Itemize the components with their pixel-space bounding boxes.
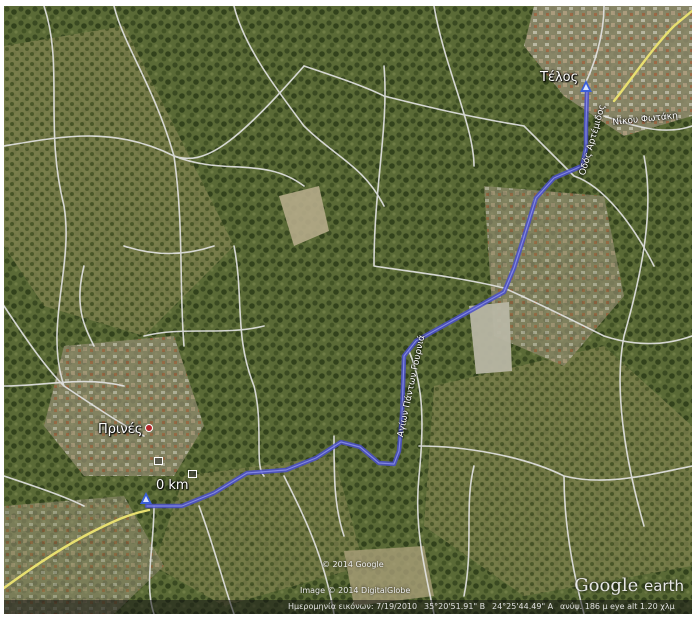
photo-icon-2[interactable]: [188, 470, 198, 480]
field-clearing: [469, 302, 512, 374]
olive-groves-east: [424, 346, 692, 596]
village-prines: [44, 336, 204, 476]
end-marker-icon: [580, 80, 592, 92]
map-canvas[interactable]: [4, 6, 692, 614]
status-longitude: 24°25'44.49" Α: [492, 602, 554, 611]
field-south: [344, 546, 434, 606]
village-east-center: [484, 186, 624, 366]
place-pin-dot: [145, 424, 153, 432]
attribution-google: © 2014 Google: [322, 560, 384, 569]
status-imagery-date: Ημερομηνία εικόνων: 7/19/2010: [288, 602, 418, 611]
place-pin-icon[interactable]: [145, 424, 155, 434]
place-label-end[interactable]: Τέλος: [540, 70, 579, 85]
photo-icon-2-box: [188, 470, 197, 478]
satellite-map[interactable]: Πρινές Τέλος 0 km Αγίων Πάντων Γουρνιά Ο…: [4, 6, 692, 614]
attribution-image: Image © 2014 DigitalGlobe: [300, 586, 411, 595]
highway-route: [4, 9, 692, 590]
village-south-west: [4, 496, 164, 614]
history-year: 2003: [84, 613, 104, 614]
olive-groves-west: [4, 26, 234, 336]
photo-icon-box: [154, 457, 163, 465]
village-north-east: [524, 6, 692, 136]
place-label-start[interactable]: Πρινές: [98, 422, 143, 437]
start-marker-icon: [140, 492, 152, 504]
google-earth-logo: Google earth: [574, 575, 684, 596]
quarry-clearing: [279, 186, 329, 246]
logo-sub: earth: [644, 577, 684, 595]
status-eye-alt: eye alt 1.20 χλμ: [610, 602, 675, 611]
status-latitude: 35°20'51.91" Β: [424, 602, 486, 611]
olive-groves-south: [154, 456, 364, 606]
route-start-distance: 0 km: [156, 478, 189, 493]
photo-icon[interactable]: [154, 457, 164, 467]
navigation-route-highlight: [146, 88, 588, 507]
status-elevation: ανύψ. 186 μ: [560, 602, 608, 611]
status-bar: 2003 Ημερομηνία εικόνων: 7/19/2010 35°20…: [4, 600, 692, 614]
logo-main: Google: [574, 575, 639, 596]
